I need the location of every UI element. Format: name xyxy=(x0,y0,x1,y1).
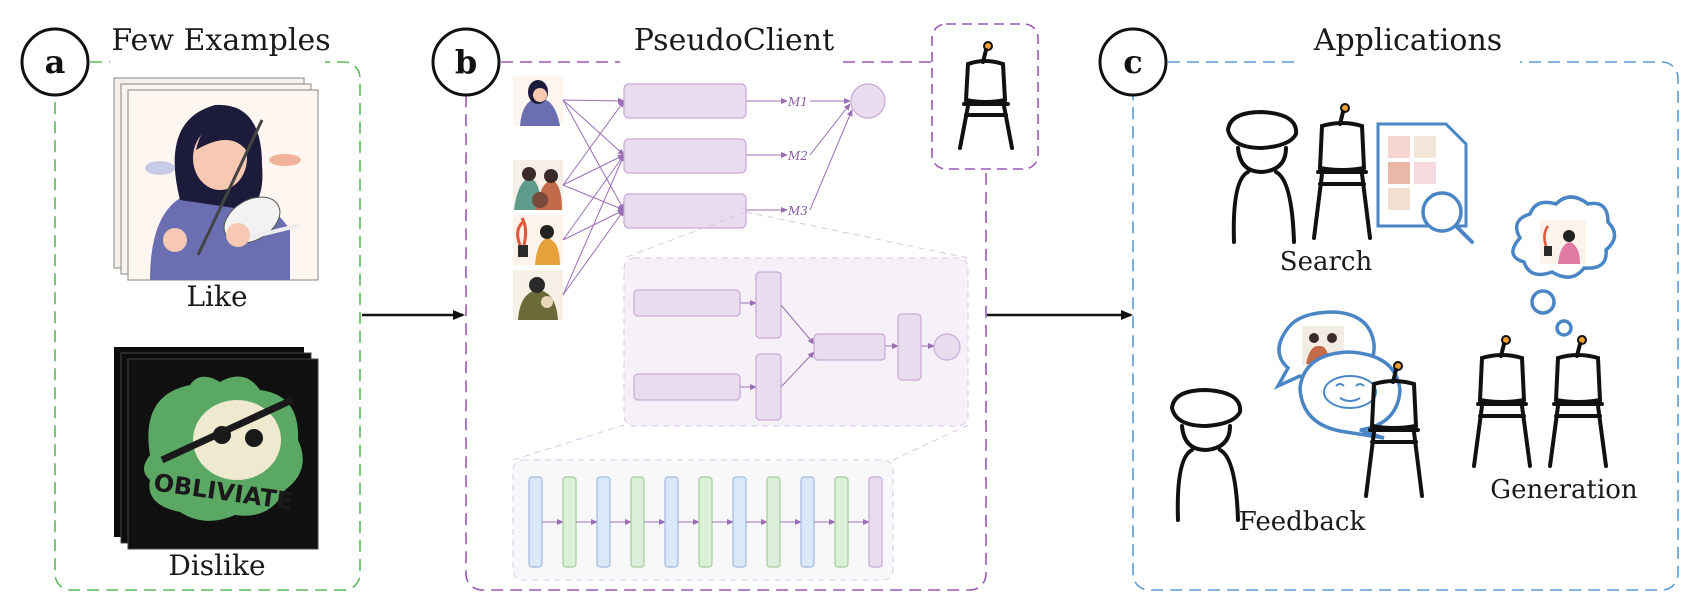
badge-c: c xyxy=(1098,27,1168,97)
cnn-layer xyxy=(800,476,815,568)
cnn-layer xyxy=(834,476,849,568)
model-label-2: M2 xyxy=(787,149,808,163)
cnn-layer xyxy=(766,476,781,568)
badge-b: b xyxy=(431,27,501,97)
like-label: Like xyxy=(186,280,247,313)
generation-scene: Generation xyxy=(1472,195,1638,505)
zoom-guides xyxy=(512,211,969,461)
model-box-1 xyxy=(623,83,747,119)
panel-b-title: PseudoClient xyxy=(634,23,834,58)
search-label: Search xyxy=(1280,247,1373,277)
model-box-2 xyxy=(623,138,747,174)
cnn-layer xyxy=(596,476,611,568)
obliviate-skull-art: OBLIVIATE xyxy=(144,376,303,521)
panel-pseudoclient: PseudoClient b xyxy=(431,23,1039,591)
panel-c-title: Applications xyxy=(1313,23,1502,58)
badge-a: a xyxy=(20,27,90,97)
robot-icon xyxy=(1312,103,1372,240)
input-thumbnails xyxy=(513,76,563,320)
thumb-woman-with-pet xyxy=(513,270,563,320)
badge-a-label: a xyxy=(45,43,66,81)
violinist-illustration xyxy=(145,104,301,280)
robot-icon xyxy=(958,41,1014,150)
thought-cloud xyxy=(1511,195,1617,337)
thumb-women-group xyxy=(513,160,563,210)
generation-label: Generation xyxy=(1490,475,1638,505)
thumb-violinist xyxy=(513,76,563,126)
panel-b-title-mask xyxy=(620,36,840,80)
robot-inset-box xyxy=(931,23,1039,170)
cnn-layer-group xyxy=(528,476,883,568)
cnn-layer xyxy=(528,476,543,568)
ensemble-network: M1 M2 M3 xyxy=(562,83,886,296)
thumb-plant-woman xyxy=(513,215,563,265)
model-box-3 xyxy=(623,193,747,229)
like-image-stack xyxy=(113,77,319,281)
panel-applications: Applications c xyxy=(1098,23,1679,591)
panel-a-title-mask xyxy=(110,36,325,80)
panel-c-title-mask xyxy=(1300,36,1520,80)
model-label-3: M3 xyxy=(787,204,808,218)
cnn-layer xyxy=(562,476,577,568)
panel-a-title: Few Examples xyxy=(111,23,330,58)
cnn-layer xyxy=(630,476,645,568)
person-icon xyxy=(1225,109,1299,244)
smiley-bubble xyxy=(1298,350,1402,440)
badge-c-label: c xyxy=(1123,43,1142,81)
model-label-1: M1 xyxy=(787,95,808,109)
person-icon xyxy=(1169,387,1243,522)
cnn-layer xyxy=(664,476,679,568)
robot-icon xyxy=(1472,335,1532,468)
cnn-layer xyxy=(868,476,883,568)
robot-icon xyxy=(1364,361,1424,498)
search-scene: Search xyxy=(1225,103,1474,277)
document-search-icon xyxy=(1376,122,1474,244)
feedback-label: Feedback xyxy=(1239,507,1366,537)
dislike-image-stack: OBLIVIATE xyxy=(114,347,319,550)
dislike-label: Dislike xyxy=(168,549,265,582)
feedback-scene: Feedback xyxy=(1169,310,1424,537)
robot-icon xyxy=(1548,335,1608,468)
cnn-layer xyxy=(698,476,713,568)
panel-b-border xyxy=(465,61,987,591)
cnn-layer xyxy=(732,476,747,568)
cnn-layers xyxy=(512,459,894,581)
ensemble-output-node xyxy=(850,83,886,119)
panel-few-examples: Few Examples a Like xyxy=(20,23,361,591)
badge-b-label: b xyxy=(455,43,477,81)
model-detail xyxy=(623,257,969,427)
